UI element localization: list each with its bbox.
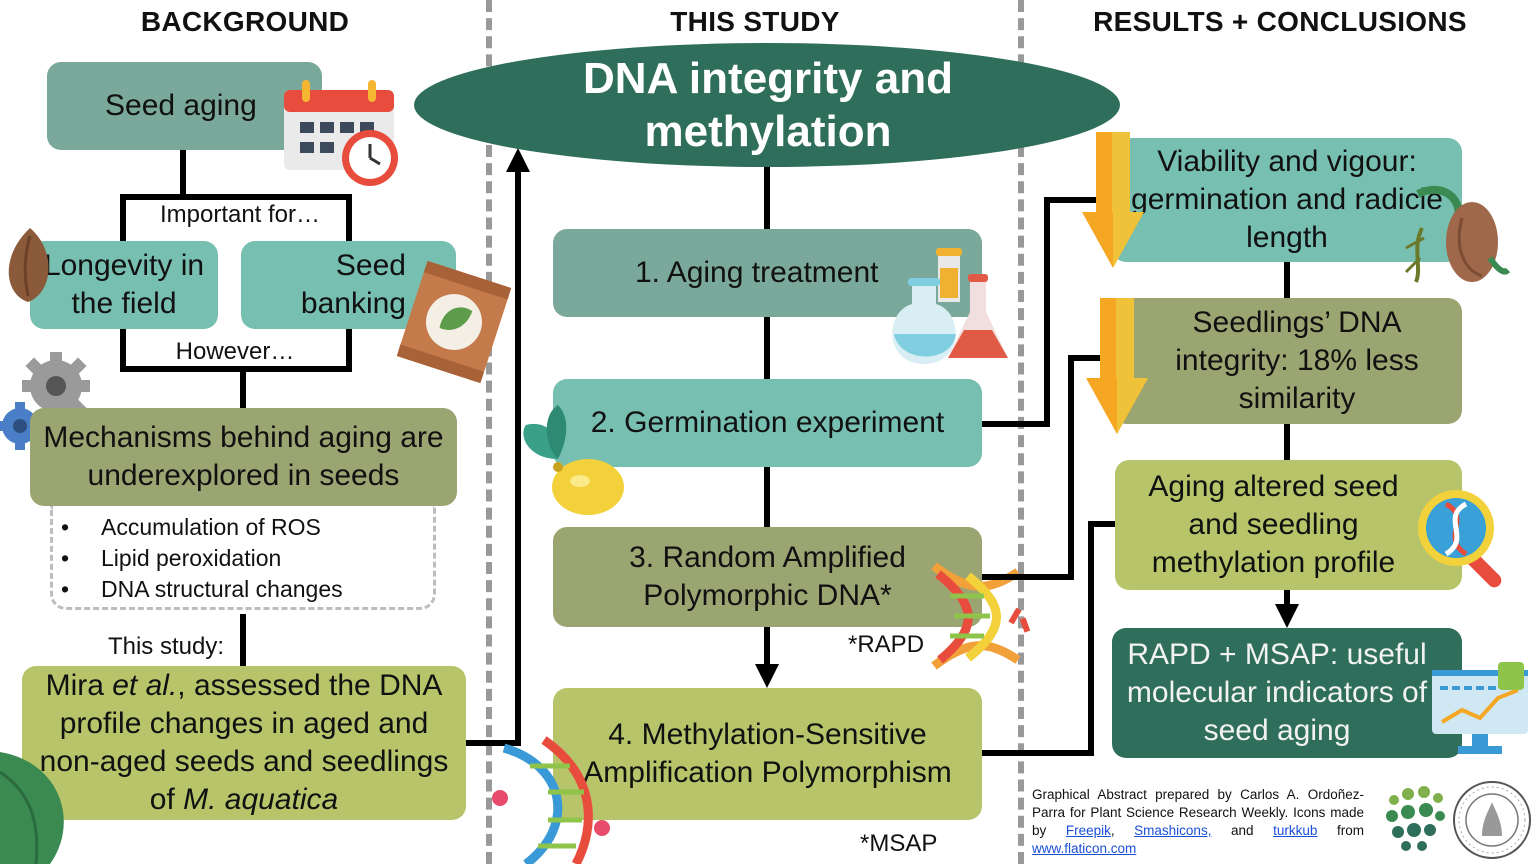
connector xyxy=(240,366,246,410)
dna-integrity-box: Seedlings’ DNA integrity: 18% less simil… xyxy=(1112,298,1462,424)
calendar-clock-icon xyxy=(284,80,398,186)
mechanisms-box: Mechanisms behind aging are underexplore… xyxy=(30,408,457,506)
arrow-down-icon xyxy=(755,664,779,688)
seed-packet-icon xyxy=(396,260,512,384)
aspb-seal-icon xyxy=(1453,781,1531,859)
connector xyxy=(1044,197,1050,427)
important-for-label: Important for… xyxy=(150,201,330,229)
conclusion-box: RAPD + MSAP: useful molecular indicators… xyxy=(1112,628,1462,758)
flaticon-link[interactable]: www.flaticon.com xyxy=(1032,841,1137,856)
step-4-label: 4. Methylation-Sensitive Amplification P… xyxy=(583,718,952,789)
smashicons-link[interactable]: Smashicons, xyxy=(1134,823,1212,838)
study-title: DNA integrity and methylation xyxy=(583,54,953,156)
connector xyxy=(1088,521,1118,527)
dna-integrity-label: Seedlings’ DNA integrity: 18% less simil… xyxy=(1175,306,1419,415)
longevity-box: Longevity in the field xyxy=(30,241,218,329)
connector xyxy=(240,614,246,668)
magnifier-dna-icon xyxy=(1418,490,1502,588)
connector xyxy=(1284,422,1290,462)
down-arrow-icon xyxy=(1086,298,1148,434)
credits-text: Graphical Abstract prepared by Carlos A.… xyxy=(1032,787,1364,856)
bullet-item: • DNA structural changes xyxy=(61,576,343,602)
step-3-box: 3. Random Amplified Polymorphic DNA* xyxy=(553,527,982,627)
seed-banking-label: Seed banking xyxy=(300,249,406,320)
connector xyxy=(1044,197,1114,203)
connector xyxy=(982,750,1092,756)
rapd-note: *RAPD xyxy=(848,631,925,658)
methylation-box: Aging altered seed and seedling methylat… xyxy=(1115,460,1462,590)
connector xyxy=(764,167,770,231)
connector xyxy=(120,194,352,200)
connector xyxy=(1088,521,1094,756)
step-3-label: 3. Random Amplified Polymorphic DNA* xyxy=(629,541,906,612)
connector xyxy=(515,166,521,746)
connector xyxy=(120,194,126,242)
conclusion-label: RAPD + MSAP: useful molecular indicators… xyxy=(1126,638,1428,747)
connector xyxy=(180,148,186,196)
column-divider-right xyxy=(1018,0,1024,864)
connector xyxy=(1068,355,1118,361)
arrow-down-icon xyxy=(1275,604,1299,628)
almond-icon xyxy=(8,228,49,302)
viability-box: Viability and vigour: germination and ra… xyxy=(1112,138,1462,262)
step-2-label: 2. Germination experiment xyxy=(590,406,945,439)
longevity-label: Longevity in the field xyxy=(43,249,205,320)
connector xyxy=(1284,590,1290,610)
connector xyxy=(346,194,352,242)
methylation-label: Aging altered seed and seedling methylat… xyxy=(1148,470,1399,579)
seed-aging-label: Seed aging xyxy=(105,89,257,122)
arrow-up-icon xyxy=(506,148,530,172)
dna-helix-icon xyxy=(492,736,610,864)
connector xyxy=(982,574,1072,580)
connector xyxy=(1284,260,1290,300)
connector xyxy=(466,740,520,746)
connector xyxy=(1068,355,1074,580)
gears-icon xyxy=(0,352,90,450)
step-1-label: 1. Aging treatment xyxy=(635,256,879,289)
column-divider-left xyxy=(486,0,492,864)
step-4-box: 4. Methylation-Sensitive Amplification P… xyxy=(553,688,982,820)
step-2-box: 2. Germination experiment xyxy=(553,379,982,467)
this-study-label: This study: xyxy=(107,633,225,660)
header-results: RESULTS + CONCLUSIONS xyxy=(1093,6,1467,37)
lemon-icon xyxy=(523,405,624,515)
however-label: However… xyxy=(170,338,300,366)
viability-label: Viability and vigour: germination and ra… xyxy=(1131,145,1443,254)
msap-note: *MSAP xyxy=(860,830,938,857)
step-1-box: 1. Aging treatment xyxy=(553,229,982,317)
connector xyxy=(120,328,126,370)
connector xyxy=(764,317,770,381)
study-summary-text: Mira et al., assessed the DNA profile ch… xyxy=(39,669,449,816)
leaf-icon xyxy=(0,752,64,864)
connector xyxy=(764,627,770,671)
seedling-bean-icon xyxy=(1404,185,1511,283)
header-background: BACKGROUND xyxy=(140,6,350,37)
connector xyxy=(120,366,352,372)
mechanisms-label: Mechanisms behind aging are underexplore… xyxy=(43,421,444,492)
flasks-icon xyxy=(892,248,1008,364)
seed-aging-box: Seed aging xyxy=(47,62,322,150)
freepik-link[interactable]: Freepik xyxy=(1065,823,1111,838)
connector xyxy=(982,421,1048,427)
bullet-item: • Lipid peroxidation xyxy=(61,545,282,571)
down-arrow-icon xyxy=(1082,132,1144,268)
turkkub-link[interactable]: turkkub xyxy=(1273,823,1318,838)
connector xyxy=(764,467,770,529)
connector xyxy=(346,328,352,370)
bullet-list-box: • Accumulation of ROS • Lipid peroxidati… xyxy=(50,506,436,610)
dots-logo-icon xyxy=(1386,786,1445,851)
study-title-ellipse xyxy=(414,43,1120,167)
study-summary-box: Mira et al., assessed the DNA profile ch… xyxy=(22,666,466,820)
header-this-study: THIS STUDY xyxy=(670,6,840,37)
bullet-item: • Accumulation of ROS xyxy=(61,514,321,540)
monitor-chart-icon xyxy=(1432,662,1528,754)
